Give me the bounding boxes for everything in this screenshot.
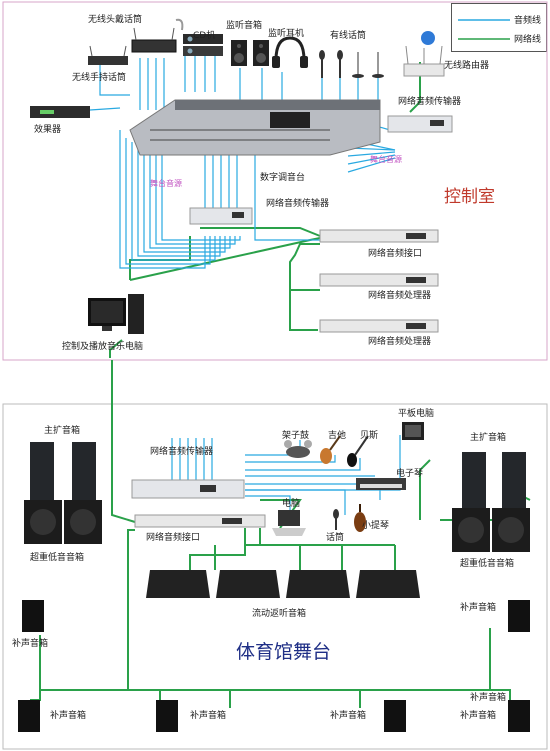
label-violin: 小提琴 (362, 520, 389, 531)
label-wired-mic: 有线话筒 (330, 29, 366, 41)
subwoofer-right-icon (452, 508, 530, 552)
label-monitor-speaker: 监听音箱 (226, 19, 262, 31)
label-control-pc: 控制及播放音乐电脑 (62, 340, 143, 352)
label-processor-1: 网络音频处理器 (368, 289, 431, 301)
label-network-transmitter-2: 网络音频传输器 (266, 197, 329, 209)
label-floor-monitor: 流动返听音箱 (252, 607, 306, 619)
label-monitor-headphone: 监听耳机 (268, 27, 304, 39)
processor-1-icon (320, 274, 438, 286)
label-digital-mixer: 数字调音台 (260, 171, 305, 183)
label-tablet: 平板电脑 (398, 407, 434, 419)
label-computer: 电脑 (282, 497, 300, 509)
keyboard-icon (356, 478, 406, 490)
label-main-left: 主扩音箱 (44, 424, 80, 436)
network-transmitter-2-icon (190, 208, 252, 224)
label-stage-return-2: 舞台音源 (150, 178, 182, 188)
label-sub-left: 超重低音音箱 (30, 551, 84, 563)
digital-mixer-icon (130, 100, 380, 155)
monitor-speaker-icon (231, 40, 269, 66)
control-pc-icon (88, 294, 144, 334)
label-fill-4: 补声音箱 (190, 709, 226, 721)
wired-mic-icon (319, 50, 384, 78)
floor-monitor-icon (146, 570, 420, 598)
label-drum: 架子鼓 (282, 429, 309, 441)
stage-interface-icon (135, 515, 265, 527)
label-main-right: 主扩音箱 (470, 431, 506, 443)
label-wireless-headset-mic: 无线头戴话筒 (88, 13, 142, 25)
wireless-router-icon (404, 31, 444, 76)
label-stage-interface: 网络音频接口 (146, 531, 200, 543)
label-processor-2: 网络音频处理器 (368, 335, 431, 347)
stage-title: 体育馆舞台 (236, 641, 331, 663)
label-stage-mic: 话筒 (326, 531, 344, 543)
network-transmitter-1-icon (388, 116, 452, 132)
label-cd: CD机 (193, 29, 215, 41)
stage-transmitter-icon (132, 480, 244, 498)
label-fill-6: 补声音箱 (460, 709, 496, 721)
drum-kit-icon (284, 440, 312, 458)
effects-unit-icon (30, 106, 90, 118)
label-guitar: 吉他 (328, 429, 346, 441)
label-bass: 贝斯 (360, 429, 378, 441)
label-fill-1: 补声音箱 (12, 637, 48, 649)
processor-2-icon (320, 320, 438, 332)
stage-mic-icon (333, 509, 339, 530)
label-stage-transmitter: 网络音频传输器 (150, 445, 213, 457)
control-room-title: 控制室 (444, 187, 495, 207)
label-network-interface: 网络音频接口 (368, 247, 422, 259)
laptop-icon (272, 510, 306, 536)
label-fill-5: 补声音箱 (330, 709, 366, 721)
main-speaker-right-icon (462, 452, 526, 508)
label-effects: 效果器 (34, 123, 61, 135)
label-network-transmitter-1: 网络音频传输器 (398, 95, 461, 107)
label-wireless-handheld-mic: 无线手持话筒 (72, 71, 126, 83)
label-wireless-router: 无线路由器 (444, 59, 489, 71)
fill-speaker-icon (18, 600, 530, 732)
label-stage-return-1: 舞台音源 (370, 154, 402, 164)
label-fill-2: 补声音箱 (460, 601, 496, 613)
tablet-icon (402, 422, 424, 440)
main-speaker-left-icon (30, 442, 96, 500)
wireless-handheld-receiver-icon (88, 46, 128, 65)
label-keyboard: 电子琴 (396, 467, 423, 479)
headphone-icon (272, 38, 308, 68)
subwoofer-left-icon (24, 500, 102, 544)
label-fill-7: 补声音箱 (470, 691, 506, 703)
label-fill-3: 补声音箱 (50, 709, 86, 721)
network-interface-icon (320, 230, 438, 242)
label-sub-right: 超重低音音箱 (460, 557, 514, 569)
